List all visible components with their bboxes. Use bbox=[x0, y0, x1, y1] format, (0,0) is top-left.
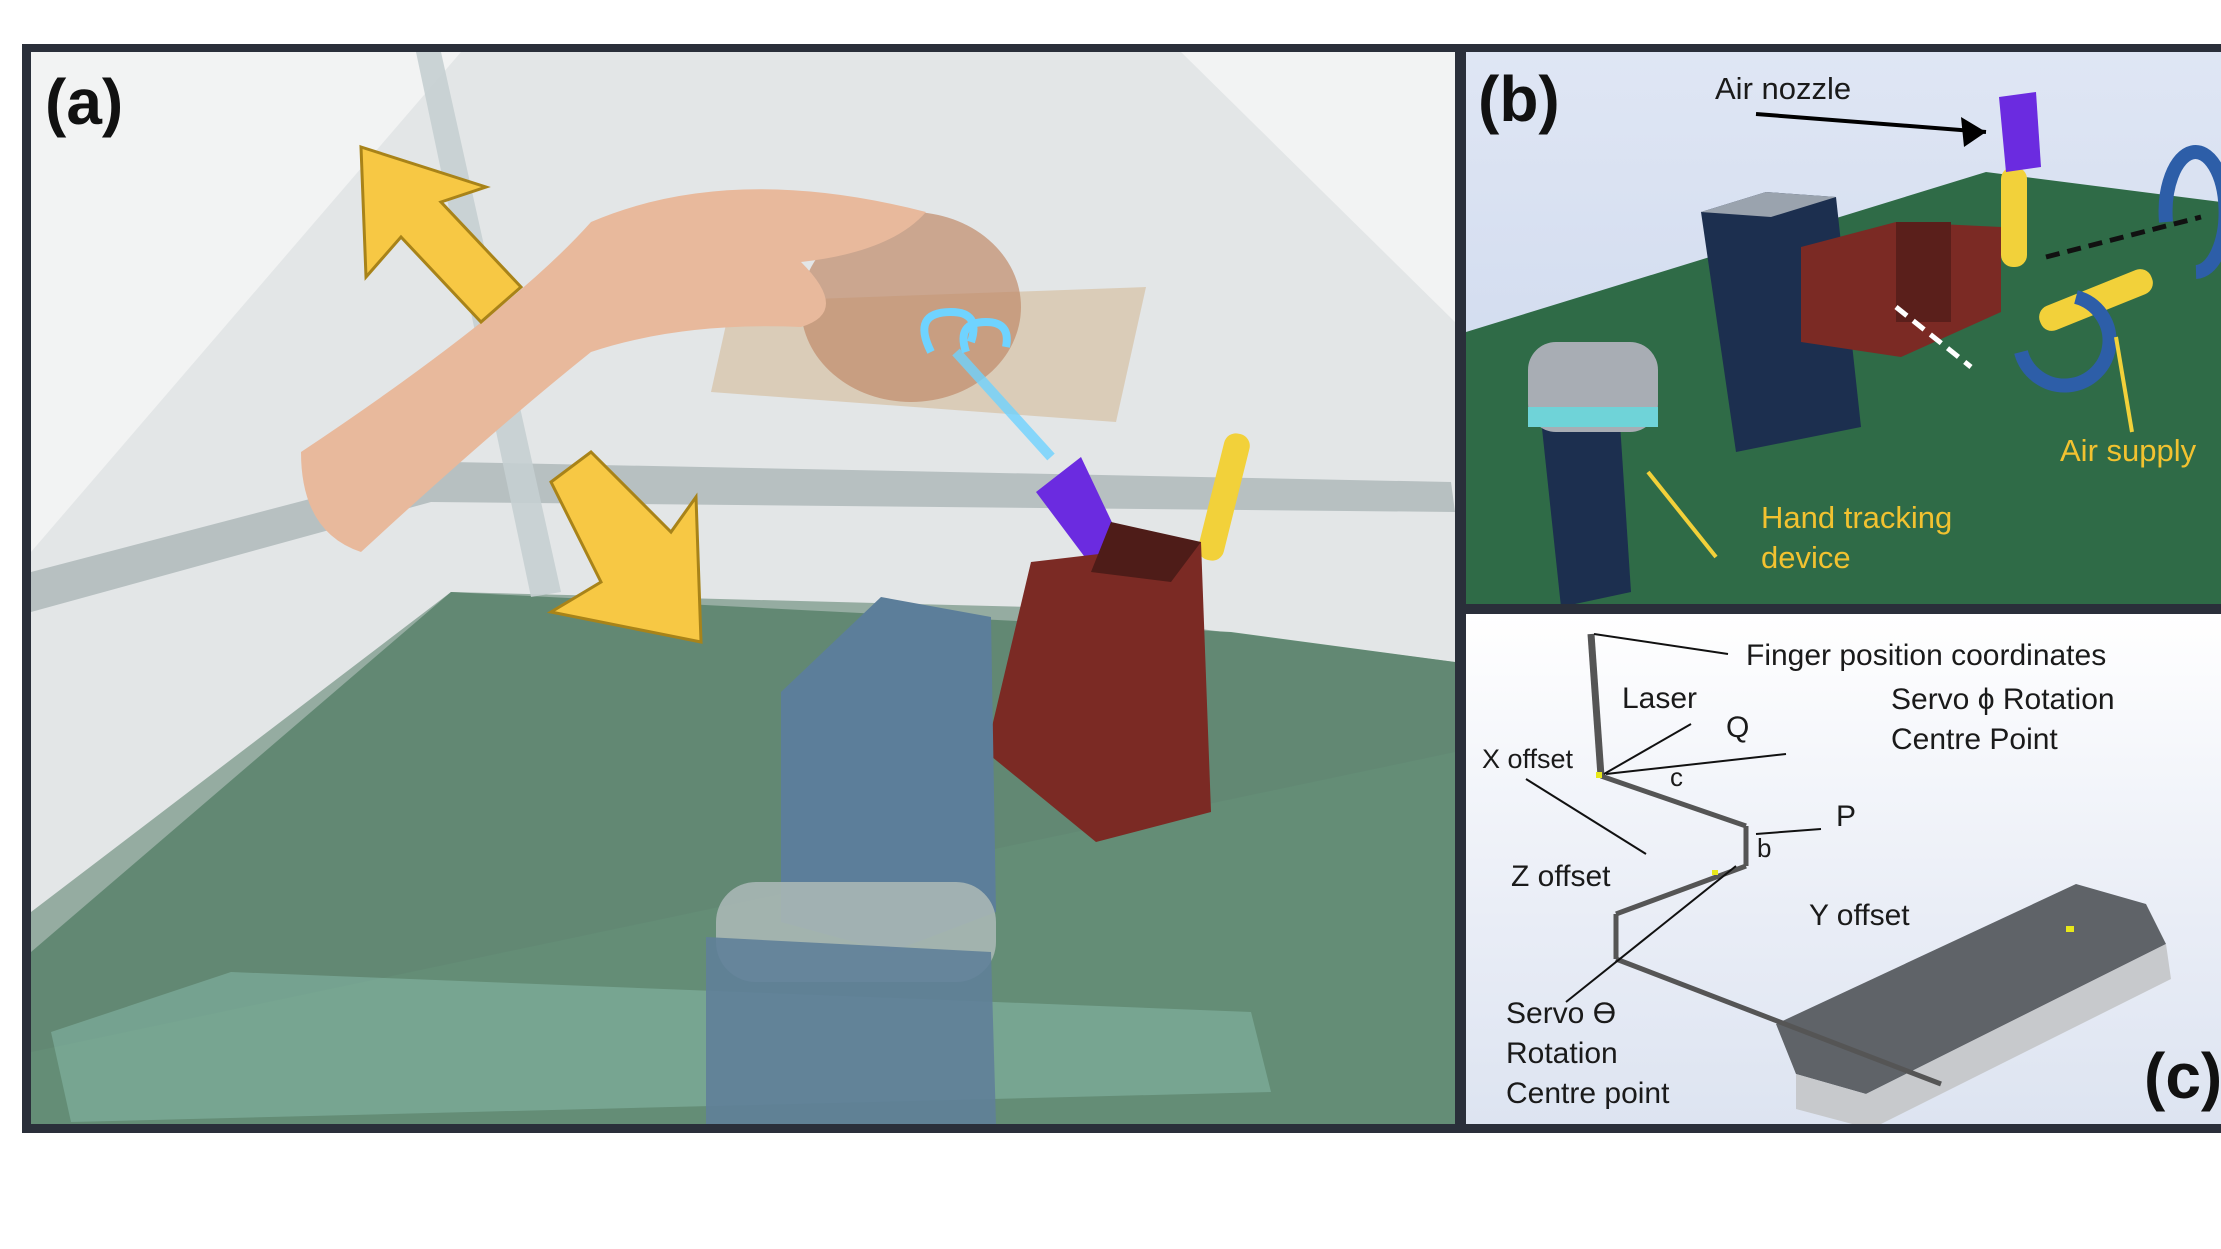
panel-b-render: (b) Air nozzle Air supply Hand tracking … bbox=[1466, 52, 2221, 604]
b-label: b bbox=[1757, 833, 1772, 863]
rotation-arrow-theta bbox=[2014, 290, 2117, 393]
hand bbox=[301, 189, 926, 552]
p-label: P bbox=[1836, 800, 1857, 833]
servo-theta-label-line3: Centre point bbox=[1506, 1077, 1670, 1110]
z-offset-label: Z offset bbox=[1511, 860, 1611, 893]
servo-phi-label-line1: Servo ϕ Rotation bbox=[1891, 683, 2115, 716]
servo-phi-label-line2: Centre Point bbox=[1891, 723, 2058, 756]
panel-a-render: (a) bbox=[31, 52, 1455, 1124]
yellow-arrow-down bbox=[546, 450, 703, 644]
air-nozzle-label: Air nozzle bbox=[1715, 71, 1852, 106]
c-label: c bbox=[1670, 762, 1683, 792]
laser-link bbox=[1587, 633, 1605, 777]
tracking-plate bbox=[1776, 884, 2166, 1094]
haptic-focus-dome bbox=[801, 212, 1021, 402]
q-label: Q bbox=[1726, 711, 1750, 744]
y-offset-link bbox=[1615, 956, 1942, 1087]
yellow-arrow-up bbox=[359, 144, 524, 325]
servo-theta-label-line1: Servo ϴ bbox=[1506, 997, 1617, 1030]
panel-b-illustration bbox=[1466, 92, 2221, 604]
panel-c-illustration bbox=[1525, 633, 2171, 1124]
finger-position-label: Finger position coordinates bbox=[1746, 639, 2107, 672]
hand-tracking-label-line2: device bbox=[1761, 540, 1851, 575]
air-supply-tube bbox=[1198, 433, 1250, 561]
y-offset-label: Y offset bbox=[1809, 899, 1910, 932]
servo-theta-label-line2: Rotation bbox=[1506, 1037, 1618, 1070]
panel-a-illustration bbox=[31, 52, 1455, 1124]
servo-base-block bbox=[781, 597, 996, 952]
panel-label-a: (a) bbox=[45, 66, 124, 138]
servo-cube bbox=[986, 542, 1211, 842]
hand-tracking-label-line1: Hand tracking bbox=[1761, 500, 1953, 535]
air-supply-label: Air supply bbox=[2060, 433, 2197, 468]
rotation-arrow-phi bbox=[2158, 145, 2221, 279]
x-offset-label: X offset bbox=[1482, 744, 1574, 774]
laser-label: Laser bbox=[1622, 682, 1698, 715]
panel-label-b: (b) bbox=[1478, 63, 1560, 135]
air-nozzle bbox=[1999, 92, 2041, 172]
panel-label-c: (c) bbox=[2144, 1040, 2221, 1112]
panel-c-diagram: Finger position coordinates Laser Servo … bbox=[1466, 614, 2221, 1124]
